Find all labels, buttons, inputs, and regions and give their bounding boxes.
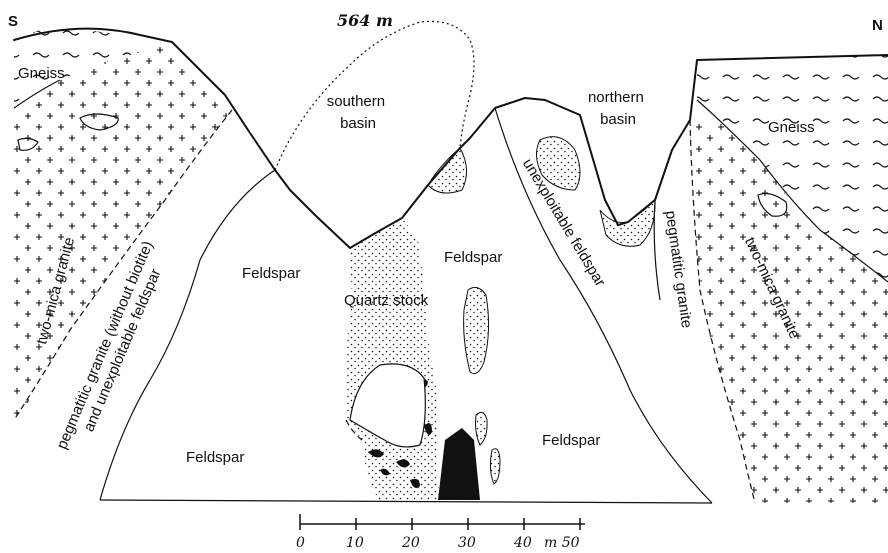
dark-inclusion [438, 428, 480, 500]
gneiss-label-right: Gneiss [768, 119, 815, 136]
feldspar-label: Feldspar [444, 249, 502, 266]
north-marker: N [872, 17, 883, 34]
quartz-stock-body [346, 218, 440, 500]
quartz-lens [464, 287, 489, 373]
scale-tick-label: 40 [513, 535, 532, 551]
south-marker: S [8, 13, 18, 30]
scale-tick-label: 0 [296, 535, 305, 551]
quartz-lens [428, 148, 467, 193]
gneiss-label-left: Gneiss [18, 65, 65, 82]
contact-line [654, 200, 660, 300]
elevation-label: 564 m [337, 11, 393, 30]
scale-bar: 0 10 20 30 40 m 50 [296, 514, 585, 551]
quartz-lens [490, 449, 500, 484]
quartz-stock-label: Quartz stock [344, 292, 429, 309]
scale-tick-label: 20 [401, 535, 420, 551]
feldspar-label: Feldspar [186, 449, 244, 466]
southern-basin-label: southern basin [327, 93, 390, 132]
scale-tick-label: 10 [346, 535, 364, 551]
scale-tick-label: 30 [458, 535, 476, 551]
feldspar-label: Feldspar [242, 265, 300, 282]
quartz-lens [476, 412, 488, 445]
section-base-line [100, 500, 712, 503]
feldspar-label: Feldspar [542, 432, 600, 449]
northern-basin-label: northern basin [588, 89, 648, 128]
scale-tick-label: m 50 [544, 535, 580, 551]
pegmatitic-granite-label-right: pegmatitic granite [662, 210, 695, 330]
